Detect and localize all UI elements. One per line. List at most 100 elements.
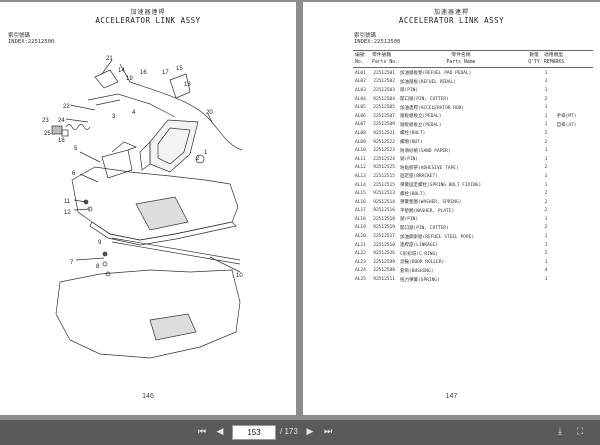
cell-remark [557, 69, 591, 78]
left-page: 加速器連桿 ACCELERATOR LINK ASSY 索引號碼 INDEX:2… [0, 2, 296, 415]
cell-no: AL17 [355, 208, 366, 214]
cell-name: 彈簧墊圈(WASHER, SPRING) [400, 200, 462, 206]
svg-text:19: 19 [126, 76, 133, 82]
cell-no: AL24 [355, 268, 366, 274]
cell-name: 連桿座(LINKAGE) [400, 243, 438, 249]
cell-no: AL09 [355, 139, 366, 145]
next-page-icon[interactable]: ▶ [306, 427, 314, 437]
cell-name: 開口銷(PIN, COTTER) [400, 97, 449, 103]
cell-no: AL22 [355, 251, 366, 257]
cell-qty: 2 [544, 139, 548, 145]
cell-remark [557, 181, 591, 190]
svg-text:5: 5 [74, 146, 78, 152]
cell-name: 銷(PIN) [400, 88, 419, 94]
col-part-no: Parts No. [372, 60, 398, 66]
cell-part-no: 22512507 [373, 113, 395, 119]
table-header-rule [353, 67, 593, 68]
previous-page-icon[interactable]: ◀ [216, 427, 224, 437]
svg-text:23: 23 [42, 118, 49, 124]
cell-qty: 1 [544, 122, 548, 128]
svg-text:21: 21 [106, 56, 113, 62]
first-page-icon[interactable]: ⏮ [197, 427, 207, 437]
cell-part-no: 92512514 [373, 199, 395, 205]
page-number-input[interactable]: 153 [232, 425, 276, 440]
svg-text:14: 14 [118, 68, 125, 74]
col-no: No. [355, 60, 364, 66]
cell-name: 加油鋼索組(REFUEL STEEL POPE) [400, 234, 475, 240]
cell-remark [557, 189, 591, 198]
page-title: ACCELERATOR LINK ASSY [398, 16, 505, 25]
download-icon[interactable]: ⤓ [558, 427, 562, 437]
cell-qty: 1 [544, 148, 548, 154]
cell-part-no: 22512523 [373, 148, 395, 154]
cell-part-no: 22512588 [373, 268, 395, 274]
col-name-cn: 零件名稱 [451, 52, 471, 58]
cell-remark [557, 275, 591, 284]
cell-part-no: 22512509 [373, 122, 395, 128]
cell-remark [557, 207, 591, 216]
cell-qty: 2 [544, 208, 548, 214]
cell-qty: 1 [544, 156, 548, 162]
svg-text:20: 20 [206, 110, 213, 116]
cell-part-no: 22512502 [373, 79, 395, 85]
svg-text:13: 13 [184, 82, 191, 88]
cell-no: AL19 [355, 225, 366, 231]
col-qty: Q'TY [528, 60, 540, 66]
fullscreen-icon[interactable]: ⛶ [576, 427, 584, 437]
cell-qty: 1 [544, 277, 548, 283]
cell-no: AL11 [355, 156, 366, 162]
page-title-cn: 加速器連桿 [433, 9, 469, 16]
cell-part-no: 22512501 [373, 70, 395, 76]
svg-text:9: 9 [98, 240, 102, 246]
cell-qty: 1 [544, 216, 548, 222]
right-page: 加速器連桿 ACCELERATOR LINK ASSY 索引號碼 INDEX:2… [303, 2, 600, 415]
svg-text:8: 8 [96, 264, 100, 270]
cell-part-no: 22512524 [373, 156, 395, 162]
cell-no: AL25 [355, 277, 366, 283]
svg-text:17: 17 [162, 70, 169, 76]
page-title-cn: 加速器連桿 [130, 9, 166, 16]
table-top-rule [353, 50, 593, 51]
cell-qty: 1 [544, 79, 548, 85]
svg-text:10: 10 [236, 273, 243, 279]
cell-remark [557, 155, 591, 164]
cell-name: 固定座(BRACKET) [400, 174, 438, 180]
cell-remark [557, 95, 591, 104]
viewer-toolbar: ⏮ ◀ 153 / 173 ▶ ⏭ ⤓ ⛶ [0, 420, 600, 445]
cell-part-no: 92512519 [373, 225, 395, 231]
cell-remark [557, 267, 591, 276]
cell-no: AL14 [355, 182, 366, 188]
svg-text:6: 6 [72, 171, 76, 177]
cell-no: AL03 [355, 87, 366, 93]
cell-no: AL08 [355, 130, 366, 136]
col-no-cn: 編號 [355, 52, 365, 58]
cell-no: AL12 [355, 165, 366, 171]
col-qty-cn: 數量 [529, 52, 539, 58]
cell-remark [557, 172, 591, 181]
cell-name: 加油踏板(REFUEL PEDAL) [400, 79, 456, 85]
cell-part-no: 92512522 [373, 139, 395, 145]
index-label-cn: 索引號碼 [354, 33, 377, 39]
svg-text:24: 24 [58, 118, 65, 124]
last-page-icon[interactable]: ⏭ [323, 427, 333, 437]
cell-no: AL04 [355, 96, 366, 102]
cell-name: 銷(PIN) [400, 217, 419, 223]
cell-remark [557, 146, 591, 155]
svg-text:12: 12 [64, 210, 71, 216]
exploded-parts-diagram: 22 24 23 25 18 5 6 11 12 7 9 8 21 14 19 … [42, 56, 243, 359]
cell-no: AL06 [355, 113, 366, 119]
